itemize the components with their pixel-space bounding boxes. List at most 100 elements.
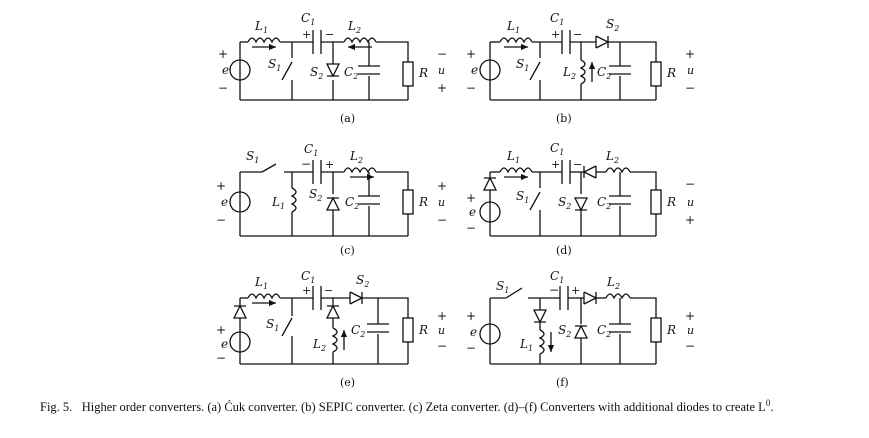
label-L2-b: L2: [562, 65, 576, 81]
plus-u-e: +: [437, 309, 447, 323]
minus-e-c: −: [216, 213, 226, 227]
label-S2-c: S2: [309, 187, 322, 203]
label-u-b: u: [687, 64, 694, 77]
label-R-a: R: [418, 66, 428, 80]
plus-c1-b: +: [551, 28, 560, 41]
label-S1-d: S1: [516, 189, 529, 205]
caption-end: .: [770, 400, 774, 415]
label-R-f: R: [666, 323, 676, 337]
label-S2-e: S2: [356, 273, 369, 289]
label-C2-a: C2: [344, 65, 358, 81]
label-L1-d: L1: [506, 149, 520, 165]
plus-u-b: +: [685, 47, 695, 61]
minus-c1-a: −: [325, 28, 334, 41]
minus-u-e: −: [437, 339, 447, 353]
panel-e-circuit: [229, 286, 414, 365]
label-S1-f: S1: [496, 279, 509, 295]
plus-e-e: +: [216, 323, 226, 337]
label-e-d: e: [469, 205, 476, 219]
label-L2-d: L2: [605, 149, 619, 165]
panel-f-circuit: [479, 286, 662, 365]
plus-c1-a: +: [302, 28, 311, 41]
plus-e-f: +: [466, 309, 476, 323]
label-L2-a: L2: [347, 19, 361, 35]
plus-u-f: +: [685, 309, 695, 323]
label-u-e: u: [438, 324, 445, 337]
panel-b-circuit: [479, 30, 662, 101]
figure-caption: Fig. 5. Higher order converters. (a) Ćuk…: [40, 398, 840, 415]
label-L1-a: L1: [254, 19, 268, 35]
label-C2-c: C2: [345, 195, 359, 211]
minus-u-d: −: [685, 177, 695, 191]
minus-e-b: −: [466, 81, 476, 95]
label-C1-b: C1: [550, 11, 564, 27]
plus-e-b: +: [466, 47, 476, 61]
label-S2-d: S2: [558, 195, 571, 211]
plus-u-d: +: [685, 213, 695, 227]
plus-e-a: +: [218, 47, 228, 61]
label-C1-d: C1: [550, 141, 564, 157]
panel-a-circuit: [229, 30, 414, 101]
label-e-c: e: [221, 195, 228, 209]
panel-c-circuit: [229, 160, 414, 237]
label-L1-e: L1: [254, 275, 268, 291]
plus-c1-d: +: [551, 158, 560, 171]
label-L1-b: L1: [506, 19, 520, 35]
minus-u-b: −: [685, 81, 695, 95]
label-u-f: u: [687, 324, 694, 337]
label-e-b: e: [471, 63, 478, 77]
minus-u-a: −: [437, 47, 447, 61]
caption-prefix: Fig. 5.: [40, 400, 73, 415]
minus-u-f: −: [685, 339, 695, 353]
plus-e-c: +: [216, 179, 226, 193]
plus-u-c: +: [437, 179, 447, 193]
minus-c1-c: −: [301, 157, 311, 171]
minus-e-e: −: [216, 351, 226, 365]
panel-label-d: (d): [556, 244, 572, 257]
minus-c1-b: −: [573, 28, 582, 41]
panel-label-f: (f): [556, 376, 569, 389]
plus-c1-f: +: [571, 284, 580, 297]
label-R-c: R: [418, 195, 428, 209]
label-C1-a: C1: [301, 11, 315, 27]
panel-d-circuit: [479, 160, 662, 237]
label-L2-f: L2: [606, 275, 620, 291]
panel-label-a: (a): [340, 112, 355, 125]
minus-e-f: −: [466, 341, 476, 355]
caption-text: Higher order converters. (a) Ćuk convert…: [81, 400, 766, 415]
label-S1-a: S1: [268, 57, 281, 73]
minus-c1-e: −: [324, 284, 333, 297]
label-L2-c: L2: [349, 149, 363, 165]
minus-u-c: −: [437, 213, 447, 227]
label-L1-c: L1: [271, 195, 285, 211]
panel-label-b: (b): [556, 112, 572, 125]
label-e-e: e: [221, 337, 228, 351]
label-C2-b: C2: [597, 65, 611, 81]
label-u-d: u: [687, 196, 694, 209]
label-u-c: u: [438, 196, 445, 209]
label-S1-c: S1: [246, 149, 259, 165]
label-C1-e: C1: [301, 269, 315, 285]
minus-e-d: −: [466, 221, 476, 235]
label-S2-f: S2: [558, 323, 571, 339]
label-C2-d: C2: [597, 195, 611, 211]
panel-label-c: (c): [340, 244, 355, 257]
label-R-b: R: [666, 66, 676, 80]
panel-f-labels: S1 C1 L2 − + L1 S2 C2 R + e − + u − (f): [466, 269, 695, 389]
label-S2-a: S2: [310, 65, 323, 81]
label-R-e: R: [418, 323, 428, 337]
label-C1-c: C1: [304, 142, 318, 158]
minus-c1-d: −: [573, 158, 582, 171]
label-e-a: e: [222, 63, 229, 77]
plus-e-d: +: [466, 191, 476, 205]
label-u-a: u: [438, 64, 445, 77]
panel-b-labels: L1 C1 S2 + − S1 L2 C2 R + e − + u − (b): [466, 11, 695, 125]
label-R-d: R: [666, 195, 676, 209]
caption-superscript: 0: [765, 398, 771, 408]
label-L2-e: L2: [312, 337, 326, 353]
label-S2-b: S2: [606, 17, 619, 33]
label-e-f: e: [470, 325, 477, 339]
label-C2-e: C2: [351, 323, 365, 339]
panel-e-labels: L1 C1 S2 + − S1 L2 C2 R + e − + u − (e): [216, 269, 447, 389]
